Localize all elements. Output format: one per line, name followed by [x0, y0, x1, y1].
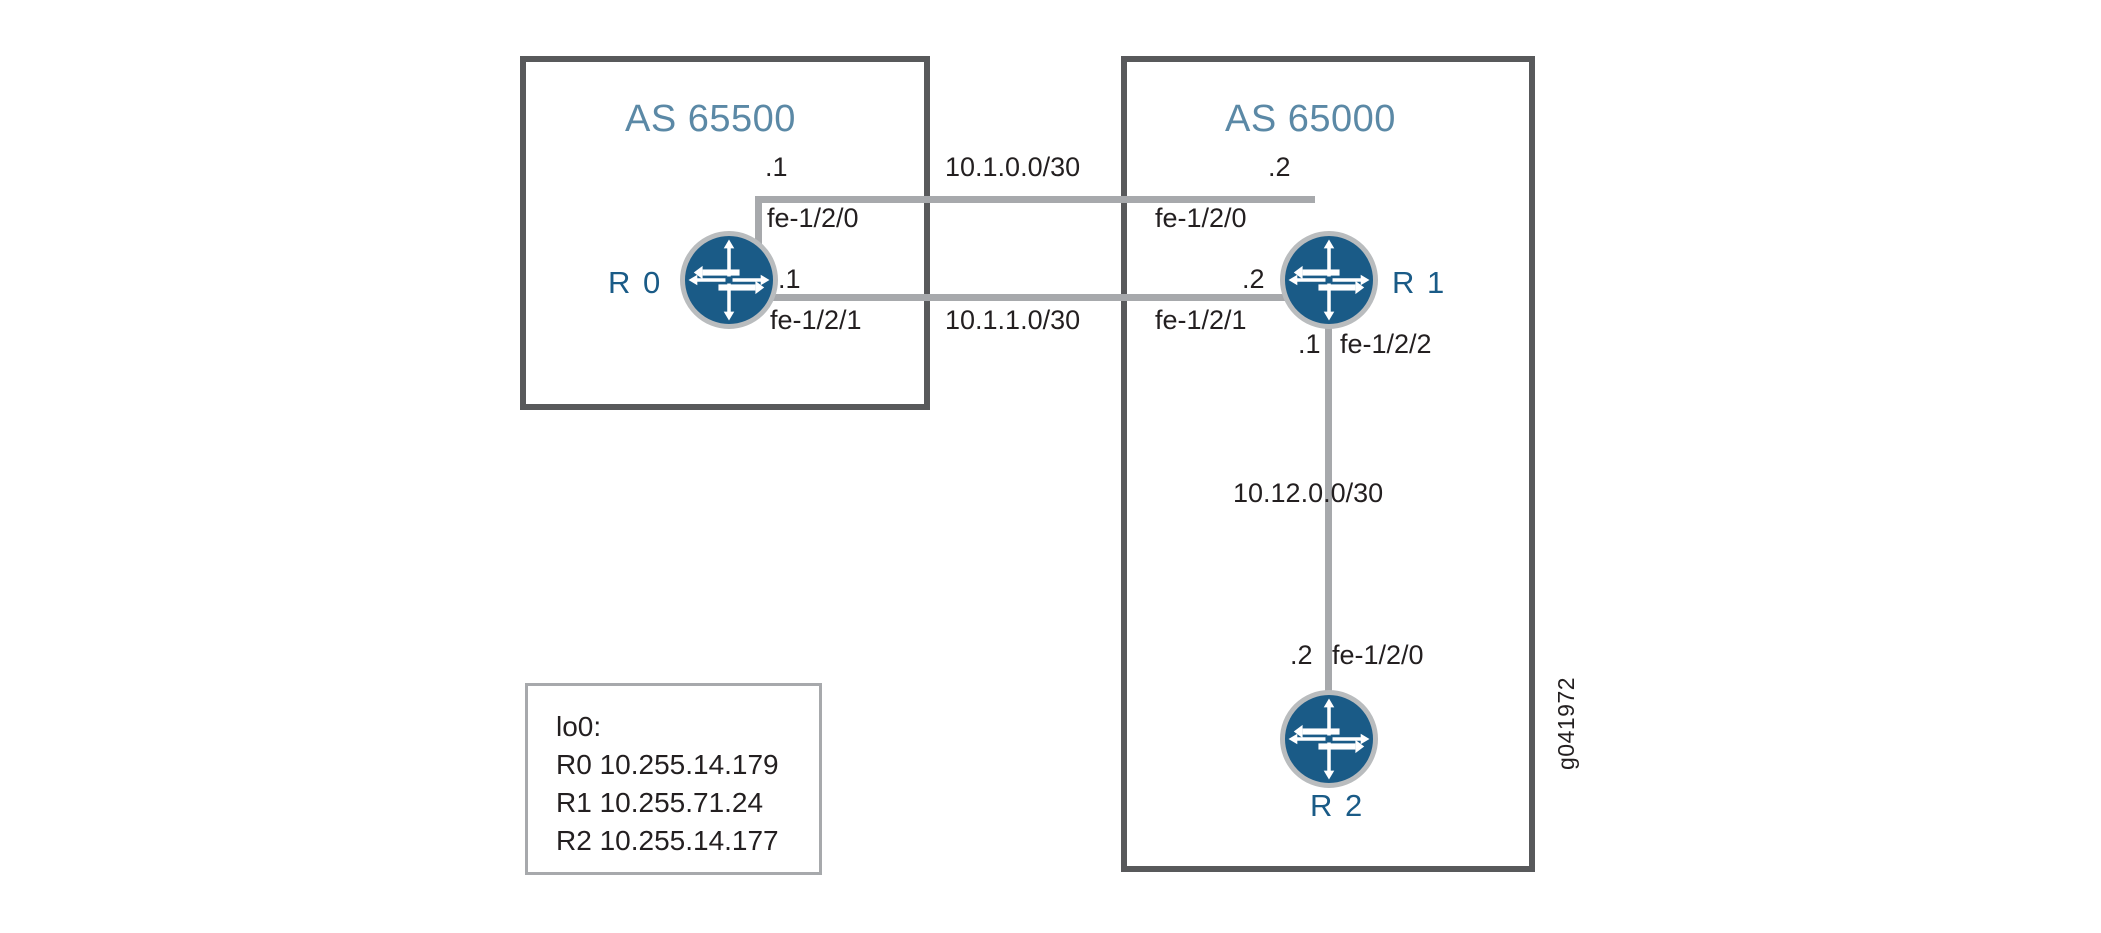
host-address-r2-fe-1-2-0: .2 — [1290, 640, 1313, 670]
as-boundary-65000 — [1121, 56, 1535, 872]
link-segment-10-1-1-0-horizontal — [760, 294, 1315, 301]
router-icon-r2[interactable] — [1280, 690, 1378, 788]
host-address-r1-fe-1-2-2: .1 — [1298, 329, 1321, 359]
figure-id-watermark: g041972 — [1553, 676, 1579, 770]
host-address-r0-fe-1-2-1: .1 — [778, 264, 801, 294]
host-address-r1-fe-1-2-0: .2 — [1268, 152, 1291, 182]
network-label-10-1-0-0: 10.1.0.0/30 — [945, 152, 1081, 182]
interface-label-r1-fe-1-2-0: fe-1/2/0 — [1155, 203, 1247, 233]
interface-label-r1-fe-1-2-1: fe-1/2/1 — [1155, 305, 1247, 335]
interface-label-r0-fe-1-2-0: fe-1/2/0 — [767, 203, 859, 233]
legend-entry-r0: R0 10.255.14.179 — [556, 749, 779, 780]
router-icon-r1[interactable] — [1280, 231, 1378, 329]
legend-entry-r1: R1 10.255.71.24 — [556, 787, 764, 818]
router-label-r0: R 0 — [608, 265, 663, 300]
interface-label-r2-fe-1-2-0: fe-1/2/0 — [1332, 640, 1424, 670]
legend-entry-r2: R2 10.255.14.177 — [556, 825, 779, 856]
as-label-65500: AS 65500 — [625, 98, 796, 140]
router-label-r1: R 1 — [1392, 265, 1447, 300]
as-label-65000: AS 65000 — [1225, 98, 1396, 140]
network-label-10-1-1-0: 10.1.1.0/30 — [945, 305, 1081, 335]
host-address-r1-fe-1-2-1: .2 — [1242, 264, 1265, 294]
link-segment-10-12-0-0-vertical — [1325, 300, 1332, 710]
as-boundary-65500 — [520, 56, 930, 410]
host-address-r0-fe-1-2-0: .1 — [765, 152, 788, 182]
network-label-10-12-0-0: 10.12.0.0/30 — [1233, 478, 1384, 508]
router-icon-r0[interactable] — [680, 231, 778, 329]
link-segment-10-1-0-0-horizontal — [755, 196, 1315, 203]
router-label-r2: R 2 — [1310, 788, 1365, 823]
legend-title: lo0: — [556, 711, 602, 742]
loopback-legend-box: lo0: R0 10.255.14.179 R1 10.255.71.24 R2… — [525, 683, 822, 875]
interface-label-r0-fe-1-2-1: fe-1/2/1 — [770, 305, 862, 335]
loopback-legend-content: lo0: R0 10.255.14.179 R1 10.255.71.24 R2… — [556, 708, 779, 860]
interface-label-r1-fe-1-2-2: fe-1/2/2 — [1340, 329, 1432, 359]
